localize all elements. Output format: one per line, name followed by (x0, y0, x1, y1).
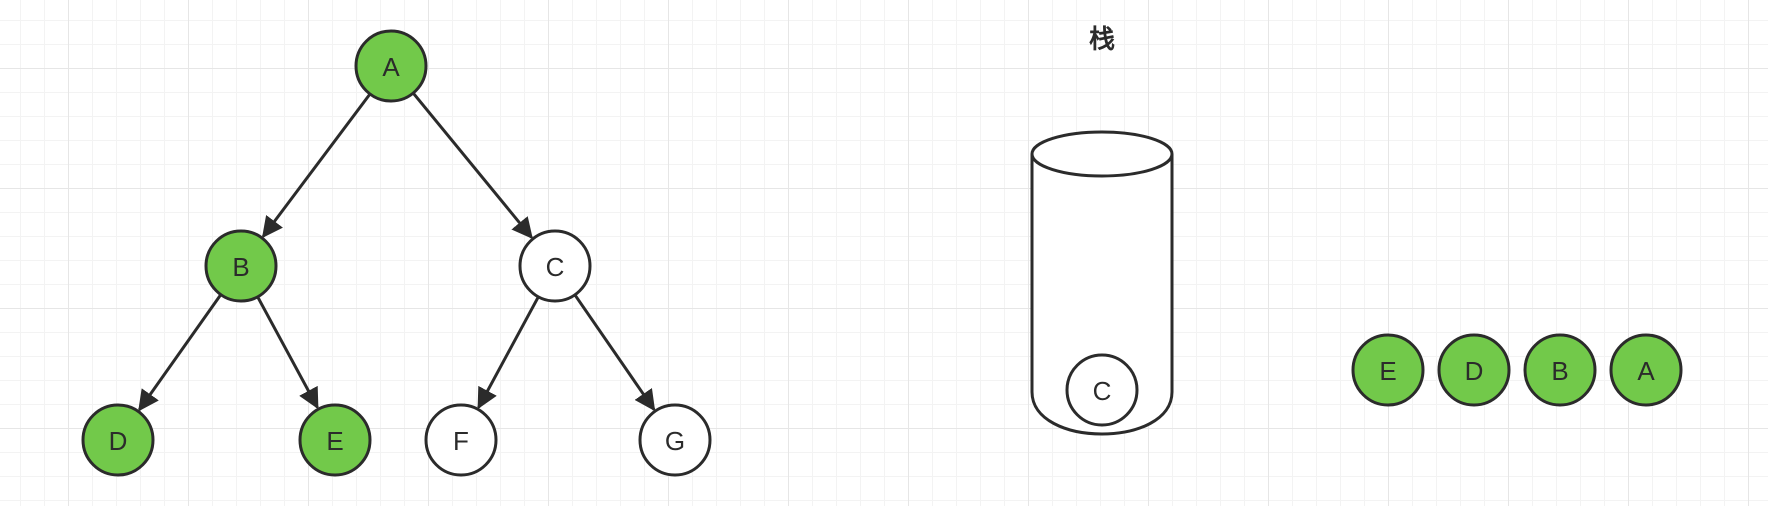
stack-container: 栈 C (1030, 25, 1174, 436)
tree-node-d-circle (81, 403, 155, 477)
visit-order-item-2-circle (1523, 333, 1597, 407)
tree-node-c-label: C (546, 252, 565, 282)
tree-node-d: D (81, 403, 155, 477)
stack-title: 栈 (1089, 25, 1115, 55)
visit-order-item-1-label: D (1465, 356, 1484, 386)
visit-order-item-2: B (1523, 333, 1597, 407)
tree-node-f-label: F (453, 426, 469, 456)
visit-order-item-1: D (1437, 333, 1511, 407)
stack-cylinder-body (1030, 154, 1174, 436)
tree-edges (138, 92, 656, 412)
tree-node-e: E (298, 403, 372, 477)
tree-node-b: B (204, 229, 278, 303)
edge-b-e (256, 296, 319, 410)
stack-item-0: C (1065, 353, 1139, 427)
tree-node-f: F (424, 403, 498, 477)
edge-a-c (412, 92, 533, 240)
edge-c-g (573, 293, 656, 412)
tree-node-a-label: A (382, 52, 400, 82)
edge-a-b (261, 93, 372, 239)
visit-order-item-2-label: B (1551, 356, 1568, 386)
visit-order-item-0-circle (1351, 333, 1425, 407)
stack-cylinder-top (1030, 130, 1174, 178)
tree-node-b-label: B (232, 252, 249, 282)
tree-node-g-circle (638, 403, 712, 477)
tree-node-e-label: E (326, 426, 343, 456)
visit-order-item-0: E (1351, 333, 1425, 407)
tree-node-g-label: G (665, 426, 685, 456)
edge-b-d (138, 293, 223, 412)
tree-node-f-circle (424, 403, 498, 477)
stack-items: C (1065, 353, 1139, 427)
tree-node-e-circle (298, 403, 372, 477)
tree-node-c: C (518, 229, 592, 303)
stack-item-0-circle (1065, 353, 1139, 427)
visit-order-item-3-label: A (1637, 356, 1655, 386)
tree-node-b-circle (204, 229, 278, 303)
stack-item-0-label: C (1093, 376, 1112, 406)
tree-node-a-circle (354, 29, 428, 103)
tree-nodes: A B C D E F G (81, 29, 712, 477)
tree-node-a: A (354, 29, 428, 103)
tree-node-c-circle (518, 229, 592, 303)
visit-order-item-0-label: E (1379, 356, 1396, 386)
tree-node-d-label: D (109, 426, 128, 456)
visit-order-item-3: A (1609, 333, 1683, 407)
edge-c-f (477, 296, 540, 410)
visit-order-item-1-circle (1437, 333, 1511, 407)
visit-order-item-3-circle (1609, 333, 1683, 407)
tree-node-g: G (638, 403, 712, 477)
